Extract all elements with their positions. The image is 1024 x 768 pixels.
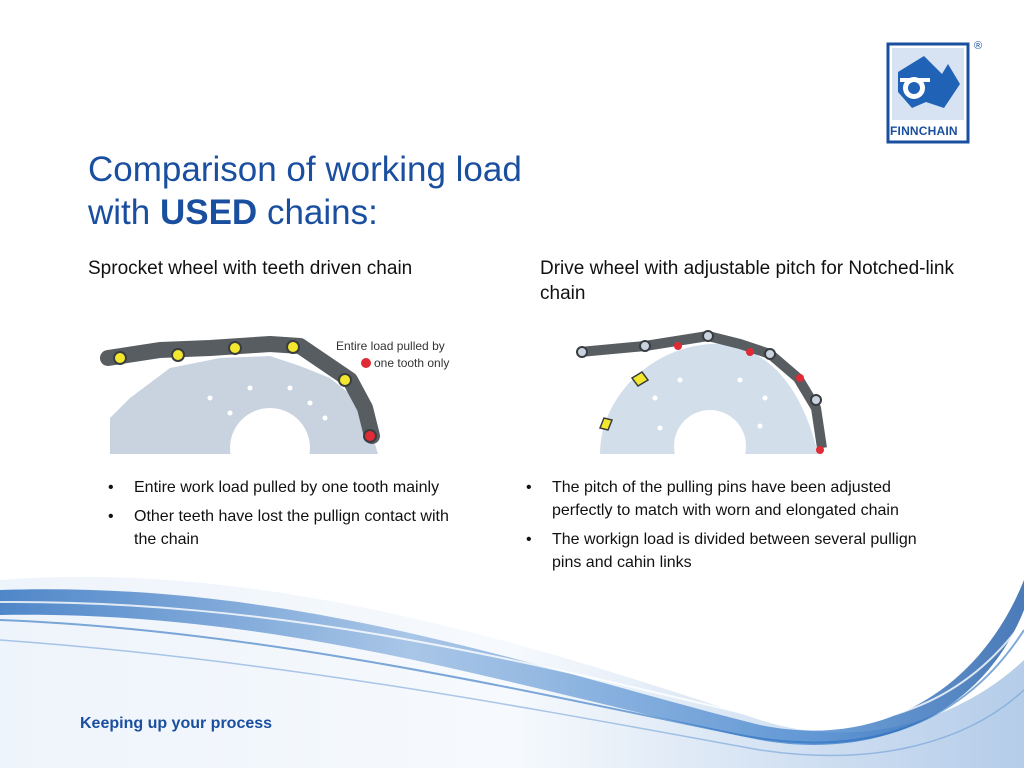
list-item: Other teeth have lost the pullign contac… <box>98 505 468 551</box>
list-item: The pitch of the pulling pins have been … <box>516 476 926 522</box>
logo-name: FINNCHAIN <box>890 124 958 138</box>
left-bullet-list: Entire work load pulled by one tooth mai… <box>98 476 468 557</box>
finnchain-logo: FINNCHAIN ® <box>886 40 982 146</box>
red-pin-marker <box>361 358 371 368</box>
right-column-heading: Drive wheel with adjustable pitch for No… <box>540 258 954 304</box>
left-column-heading: Sprocket wheel with teeth driven chain <box>88 258 413 279</box>
logo-registered: ® <box>974 40 983 52</box>
figure-label-1: Entire load pulled by <box>336 339 445 353</box>
footer-tagline: Keeping up your process <box>80 715 273 732</box>
title-line-1: Comparison of working load <box>88 150 522 189</box>
figure-label-2: one tooth only <box>374 356 449 370</box>
sprocket-wheel-figure: Entire load pulled by one tooth only <box>100 318 480 454</box>
page-title: Comparison of working load with USED cha… <box>88 148 688 234</box>
title-used: USED <box>159 193 258 232</box>
drive-wheel-figure <box>560 318 850 454</box>
list-item: Entire work load pulled by one tooth mai… <box>98 476 468 499</box>
title-with: with <box>88 193 160 232</box>
title-end: chains: <box>257 193 378 232</box>
right-bullet-list: The pitch of the pulling pins have been … <box>516 476 926 580</box>
background-swoosh <box>0 576 1024 768</box>
list-item: The workign load is divided between seve… <box>516 528 926 574</box>
